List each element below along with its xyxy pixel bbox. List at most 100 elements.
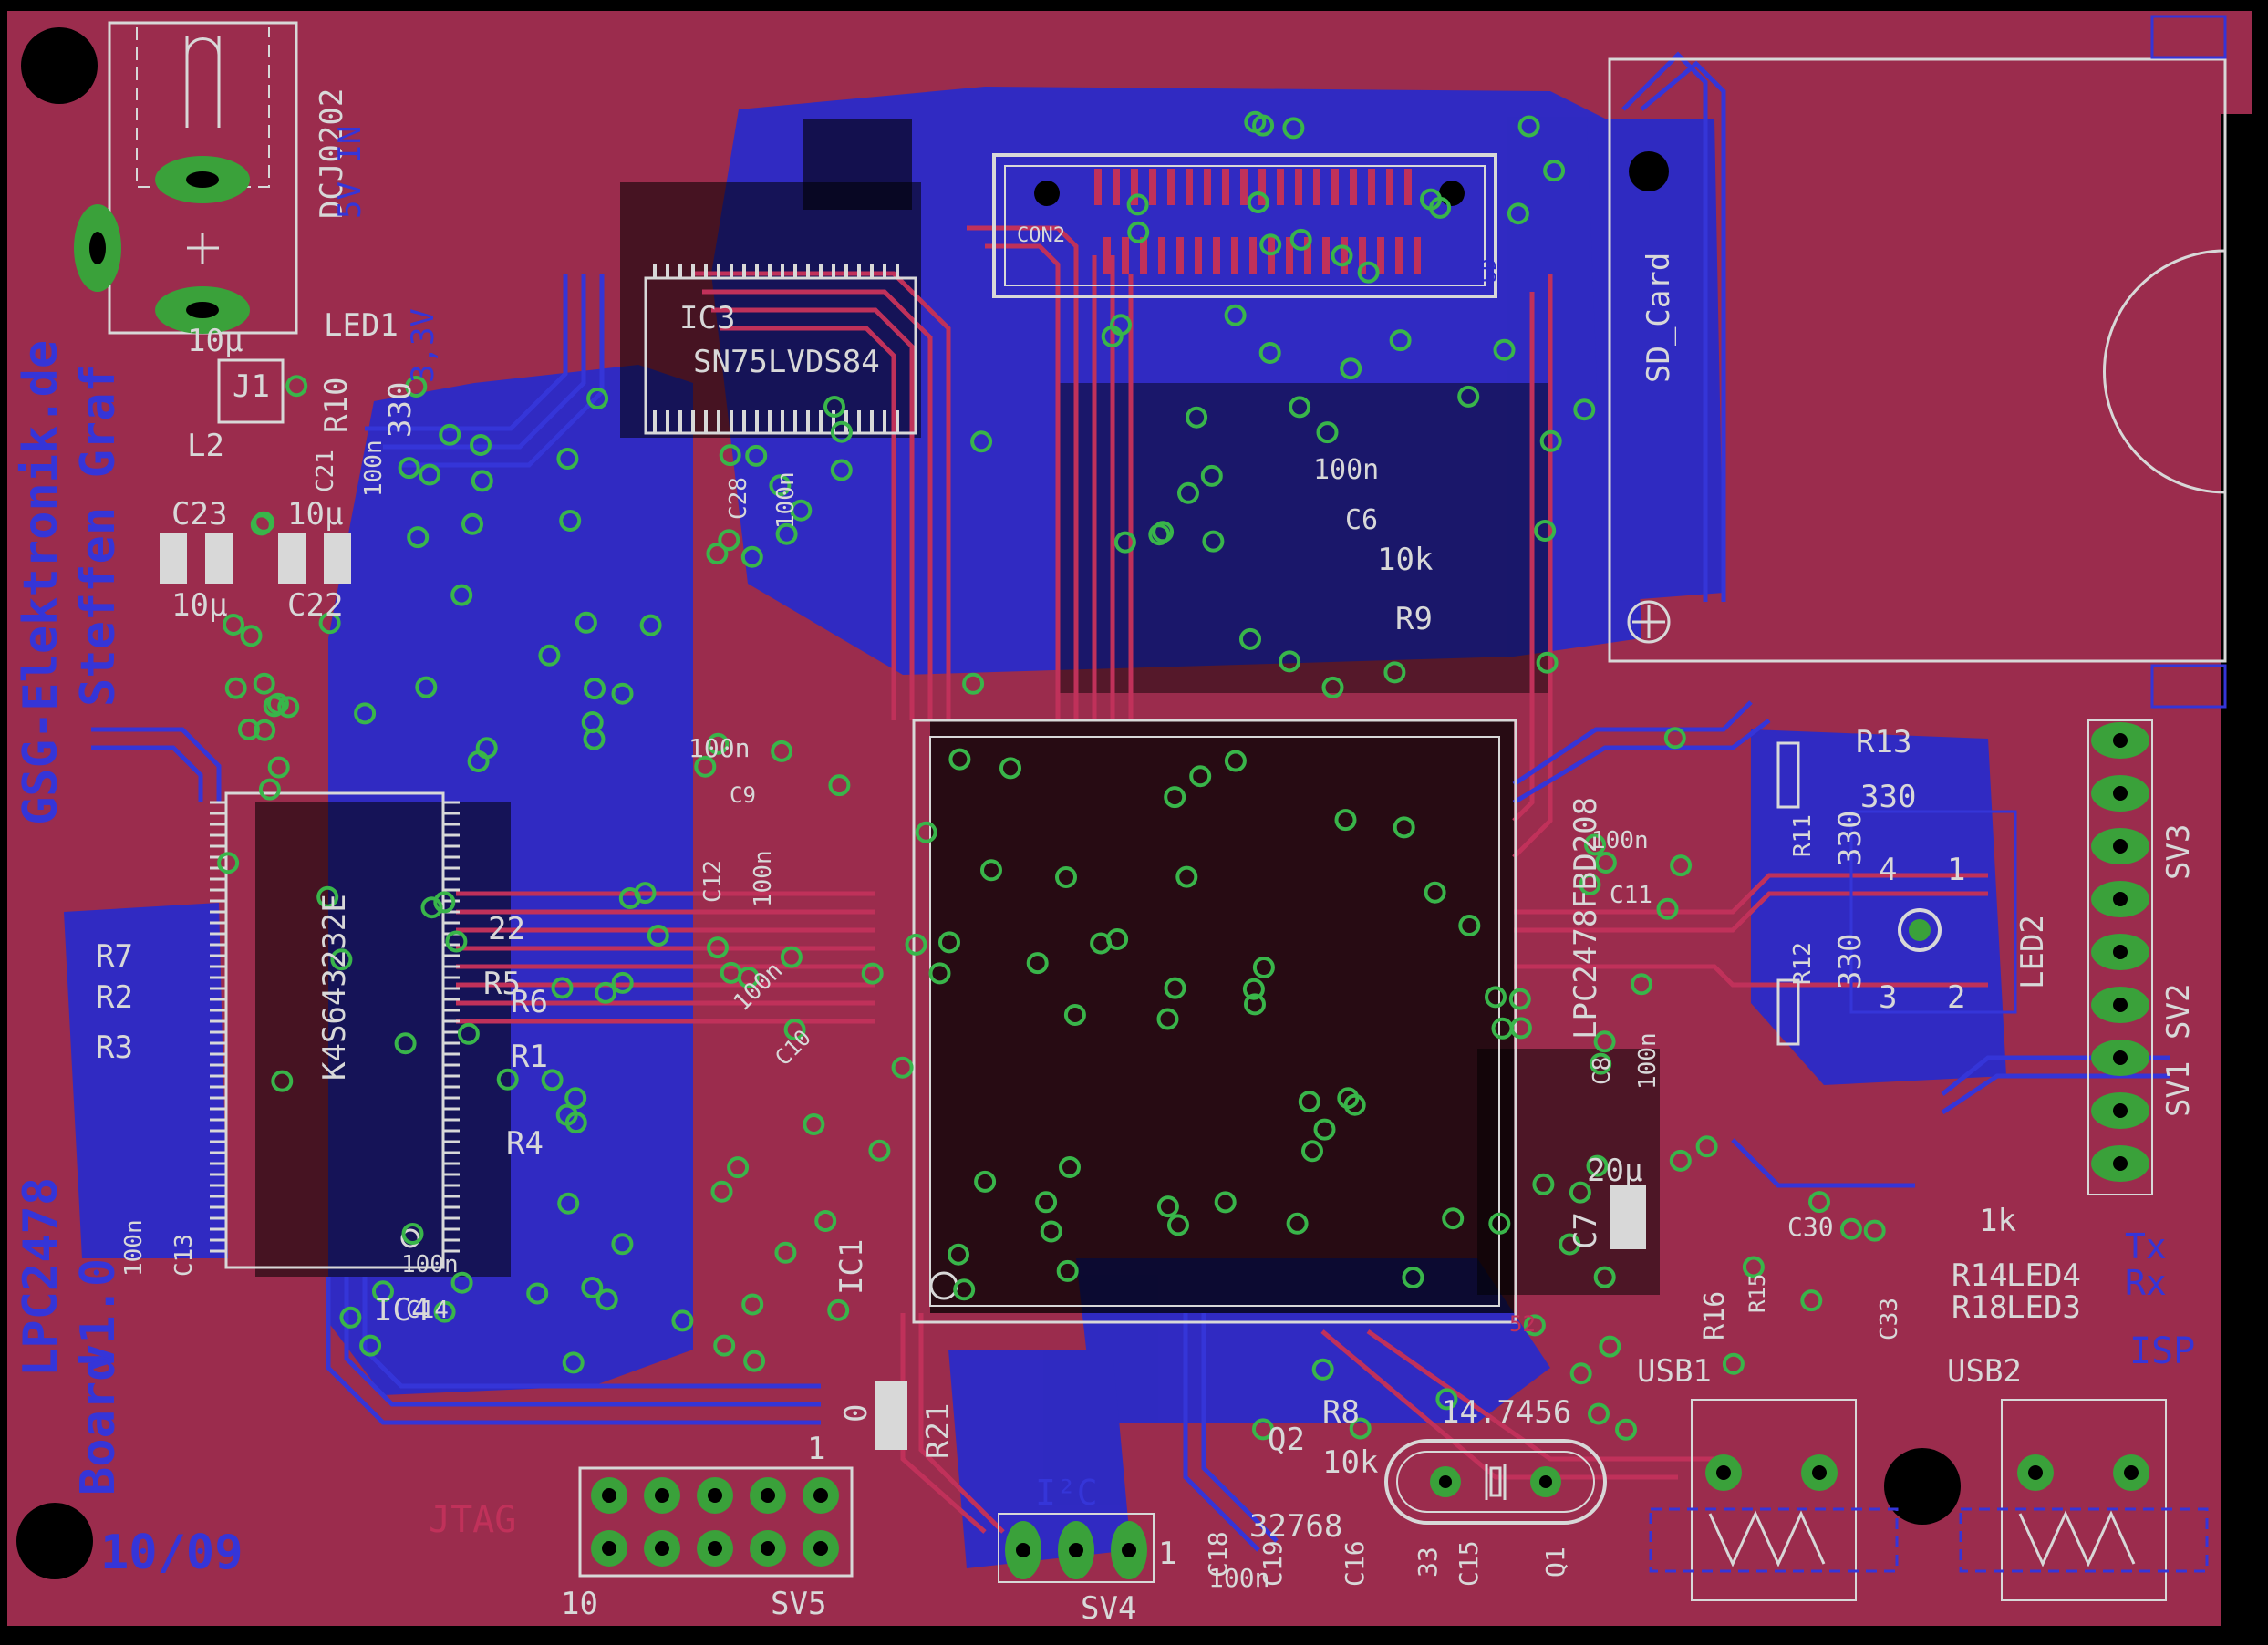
val-20u: 20µ (1587, 1153, 1642, 1189)
via (1289, 228, 1312, 251)
jtag-header (578, 1466, 854, 1578)
via (285, 375, 308, 398)
i2c-header (998, 1513, 1155, 1583)
via (401, 1223, 424, 1245)
usb-connectors (1649, 1399, 2209, 1601)
via (1282, 117, 1305, 140)
via (1429, 196, 1452, 219)
c14-label: C14 (406, 1297, 449, 1324)
via (1593, 1030, 1616, 1053)
via (718, 529, 740, 552)
sd-card-slot (1608, 15, 2227, 709)
ic3-part-label: SN75LVDS84 (693, 344, 880, 380)
board-name-text: LPC2478 (14, 1177, 68, 1377)
via (1357, 261, 1380, 284)
c11-label: C11 (1610, 882, 1652, 909)
r10-label: R10 (318, 378, 355, 433)
via (1311, 1358, 1334, 1381)
via (1152, 521, 1175, 543)
sv5-label: SV5 (771, 1586, 826, 1622)
via (1059, 1156, 1081, 1178)
val-10k-r8: 10k (1322, 1444, 1378, 1481)
c28-label: C28 (725, 477, 752, 520)
via (1301, 1140, 1323, 1163)
via (450, 1271, 473, 1294)
c12-label: C12 (699, 860, 727, 903)
via (740, 545, 763, 568)
via (783, 1019, 806, 1041)
via (1040, 1220, 1062, 1243)
via (1214, 1191, 1237, 1214)
via (1389, 329, 1412, 352)
isp-label: ISP (2129, 1330, 2195, 1372)
via (557, 1192, 580, 1215)
via (1383, 661, 1406, 684)
via (419, 463, 441, 486)
via (1508, 988, 1531, 1010)
via (823, 396, 845, 418)
via (1584, 833, 1606, 856)
via (595, 981, 617, 1004)
via (1156, 1195, 1179, 1218)
silkscreen-labels: DCJ0202 5V IN 3,3V LED1 J1 10µ L2 C23 10… (96, 88, 2197, 1627)
val-330-r12: 330 (1832, 934, 1869, 989)
via (707, 732, 730, 755)
via (618, 887, 641, 909)
r3-label: R3 (96, 1029, 133, 1066)
via (1579, 874, 1601, 895)
via (775, 522, 798, 545)
val-100n-c8: 100n (1634, 1032, 1662, 1090)
via (814, 1210, 837, 1232)
via (1863, 1219, 1886, 1242)
val-33-label: 33 (1413, 1547, 1443, 1578)
via (745, 444, 768, 467)
via (394, 1032, 417, 1055)
voltage-3v3-label: 3,3V (405, 308, 441, 383)
via (1252, 1418, 1274, 1441)
via (258, 778, 281, 801)
r1-label: R1 (511, 1039, 548, 1075)
via (719, 444, 741, 467)
via (475, 737, 498, 760)
via (354, 702, 377, 725)
via (1507, 202, 1529, 225)
via (1656, 897, 1679, 920)
via (1239, 627, 1261, 650)
c21-label: C21 (312, 450, 339, 492)
via (564, 1087, 587, 1110)
via (339, 1306, 362, 1329)
via (611, 971, 634, 994)
via (1402, 1267, 1424, 1288)
via (1101, 326, 1124, 347)
c30-label: C30 (1787, 1212, 1834, 1242)
val-22-label: 22 (488, 911, 525, 947)
via (1573, 398, 1596, 421)
ic3-footprint (644, 264, 917, 435)
via (415, 676, 438, 698)
val-100n-c12: 100n (750, 850, 777, 907)
via (1259, 233, 1282, 256)
r11-label: R11 (1789, 814, 1817, 857)
val-100n-c6: 100n (1313, 454, 1379, 486)
crystal-q1 (1384, 1439, 1607, 1525)
via (774, 1241, 797, 1264)
via (694, 755, 717, 778)
via (1532, 1173, 1555, 1195)
ic4-footprint (210, 791, 460, 1269)
header-sv1-sv3 (2087, 719, 2153, 1195)
smd-pads (160, 358, 1800, 1450)
via (1252, 957, 1275, 978)
usb2-label: USB2 (1947, 1353, 2022, 1390)
board-word-text: Board (71, 1352, 126, 1495)
via (1669, 1149, 1692, 1172)
c16-label: C16 (1340, 1540, 1370, 1587)
via (1536, 651, 1559, 674)
via (420, 896, 443, 919)
vias (217, 110, 1886, 1441)
led4-label: LED4 (2006, 1257, 2081, 1294)
board-branding: GSG-Elektronik.de Steffen Graf LPC2478 B… (14, 340, 243, 1580)
ic1-part-label: LPC2478FBD208 (1568, 797, 1604, 1040)
via (1593, 1266, 1616, 1288)
via (1186, 406, 1208, 429)
